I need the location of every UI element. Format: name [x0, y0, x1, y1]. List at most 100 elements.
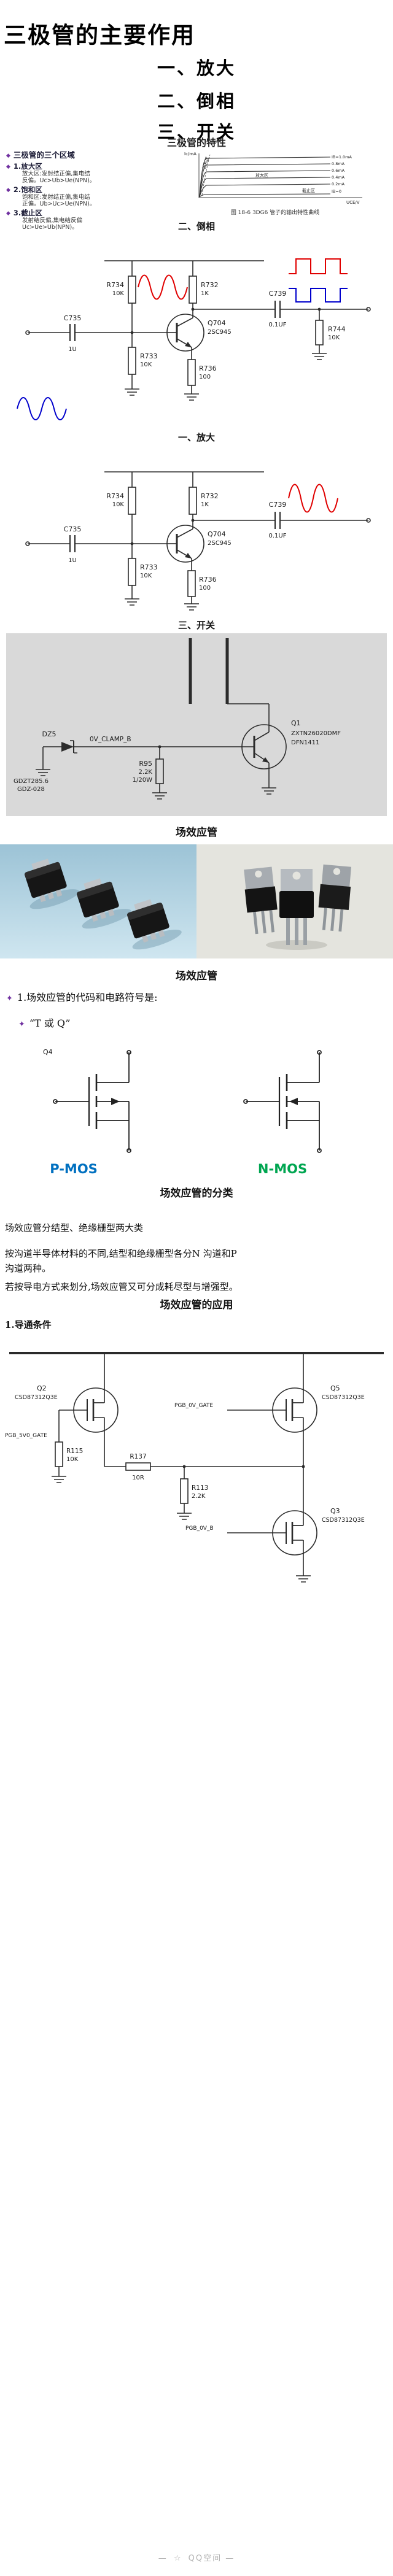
val-r734: 10K [112, 501, 125, 508]
val-r95: 2.2K [139, 769, 153, 776]
footer: — ☆ QQ空间 — [0, 2551, 393, 2563]
red-sine-wave [288, 484, 338, 513]
fet-photo-to220 [196, 844, 393, 958]
pkg-q1: DFN1411 [291, 739, 319, 746]
ref-r736: R736 [199, 364, 217, 372]
amplify-wires [25, 471, 371, 611]
diamond-icon: ◆ [6, 164, 10, 170]
slide-sub-3: 3.截止区 [13, 209, 42, 217]
region-label-saturation: 饱和区 [201, 156, 210, 170]
ref-r734: R734 [106, 281, 124, 289]
region-label-cutoff: 截止区 [302, 188, 315, 193]
switch-circuit-panel: DZ5 GDZT285.6 GDZ-028 0V_CLAMP_B R95 2.2… [6, 633, 387, 816]
curve-label: 0.2mA [332, 182, 345, 187]
inversion-waveforms [17, 258, 348, 420]
ref-r733: R733 [140, 563, 158, 571]
heading-fet-photos: 场效应管 [176, 827, 217, 839]
sparkle-icon: ✦ [6, 994, 13, 1003]
ref-c735: C735 [64, 314, 82, 322]
smd-mosfet-1 [25, 858, 79, 909]
red-square-wave [289, 258, 348, 274]
inversion-circuit-schematic: C735 1U R734 10K R733 10K R732 1K Q704 2… [17, 258, 371, 420]
net-label-gate-5v: PGB_5V0_GATE [5, 1433, 47, 1439]
net-label-clamp: 0V_CLAMP_B [90, 736, 131, 743]
slide-body-line: 饱和区:发射结正偏,集电结 [22, 194, 90, 201]
val-r113: 2.2K [192, 1493, 206, 1500]
conduction-condition-label: 1.导通条件 [5, 1319, 52, 1330]
ref-c739: C739 [269, 501, 287, 509]
heading-fet-symbols: 场效应管 [176, 970, 217, 982]
curve-label: IB=0 [332, 189, 341, 194]
nmos-symbol [243, 1050, 322, 1153]
heading-inversion: 二、倒相 [177, 221, 215, 232]
classification-line: 若按导电方式来划分,场效应管又可分成耗尽型与增强型。 [5, 1281, 238, 1292]
slide-title: 三极管的三个区域 [13, 150, 75, 160]
ref-r115: R115 [66, 1448, 83, 1455]
curve-label: 0.8mA [332, 161, 345, 166]
ref-r113: R113 [192, 1484, 208, 1492]
ref-r733: R733 [140, 352, 158, 360]
footer-dash-left: — [158, 2554, 168, 2563]
nmos-label: N-MOS [257, 1162, 308, 1176]
switch-bus-lines [189, 638, 229, 704]
switch-wires [36, 703, 287, 800]
pkg-dz5: GDZ-028 [17, 786, 45, 793]
classification-line: 场效应管分结型、绝缘栅型两大类 [5, 1222, 144, 1233]
ref-r744: R744 [328, 325, 346, 333]
slide-body-line: Uc>Ue>Ub(NPN)。 [22, 223, 78, 231]
val-r744: 10K [328, 334, 340, 341]
slide-sub-1: 1.放大区 [13, 162, 42, 171]
ref-c739: C739 [269, 290, 287, 298]
heading-amplify: 一、放大 [177, 432, 215, 443]
slide-body-line: 放大区:发射结正偏,集电结 [22, 171, 90, 177]
slide-bullet-list: ◆三极管的三个区域 ◆1.放大区 放大区:发射结正偏,集电结 反偏。Uc>Ub>… [6, 150, 179, 231]
val-r733: 10K [140, 573, 152, 579]
application-wires [52, 1353, 317, 1583]
characteristic-curves-figure: Ic/mA UCE/V 饱和区 放大区 截止区 IB=1.0mA 0.8mA 0… [183, 150, 389, 216]
application-junction-dots [182, 1465, 305, 1468]
val-q2: CSD87312Q3E [15, 1394, 58, 1401]
curve-label: 0.6mA [332, 168, 345, 173]
slide-body-line: 反偏。Uc>Ub>Ue(NPN)。 [22, 177, 96, 184]
amplify-junction-dots [130, 519, 195, 558]
diamond-icon: ◆ [6, 153, 10, 159]
ref-r732: R732 [201, 492, 219, 500]
heading-fet-application: 场效应管的应用 [160, 1299, 233, 1311]
footer-dash-right: — [225, 2554, 235, 2563]
switch-circuit-schematic: DZ5 GDZT285.6 GDZ-028 0V_CLAMP_B R95 2.2… [14, 638, 341, 800]
ref-q5: Q5 [330, 1384, 340, 1392]
slide-body-line: 发射结反偏,集电结反偏 [22, 217, 83, 224]
val-c735: 1U [68, 557, 77, 564]
heading-fet-classification: 场效应管的分类 [160, 1187, 233, 1200]
chart-ylabel: Ic/mA [184, 152, 196, 156]
red-sine-wave [138, 274, 188, 300]
fet-code-value: “T 或 Q” [29, 1017, 71, 1029]
ref-dz5: DZ5 [42, 730, 56, 738]
output-characteristics-chart: Ic/mA UCE/V 饱和区 放大区 截止区 IB=1.0mA 0.8mA 0… [184, 152, 362, 205]
val-q704: 2SC945 [208, 540, 232, 547]
sparkle-icon: ✦ [18, 1020, 25, 1029]
classification-line: 按沟道半导体材料的不同,结型和绝缘栅型各分N 沟道和P [5, 1248, 237, 1259]
ref-r137: R137 [130, 1453, 146, 1460]
saturation-boundary-line [201, 154, 211, 196]
fet-photos [0, 844, 393, 958]
pmos-label: P-MOS [50, 1162, 98, 1176]
chart-xlabel: UCE/V [346, 200, 360, 205]
ref-q4: Q4 [43, 1048, 53, 1056]
ref-r732: R732 [201, 281, 219, 289]
ref-q2: Q2 [37, 1384, 47, 1392]
fet-photo-smd [0, 844, 196, 958]
characteristics-slide: ◆三极管的三个区域 ◆1.放大区 放大区:发射结正偏,集电结 反偏。Uc>Ub>… [0, 150, 393, 230]
to220-back-left [244, 866, 278, 935]
ref-r736: R736 [199, 576, 217, 584]
heading-characteristics: 三极管的特性 [166, 137, 226, 148]
val-c739: 0.1UF [269, 533, 287, 539]
blue-square-wave [289, 288, 348, 303]
fet-code-line: ✦1.场效应管的代码和电路符号是: [6, 989, 158, 1004]
application-circuit-schematic: Q2 CSD87312Q3E Q5 CSD87312Q3E Q3 CSD8731… [5, 1352, 384, 1583]
star-icon: ☆ [173, 2554, 182, 2563]
val-c735: 1U [68, 346, 77, 353]
figure-caption: 图 18-6 3DG6 管子的输出特性曲线 [230, 210, 320, 216]
diamond-icon: ◆ [6, 210, 10, 217]
